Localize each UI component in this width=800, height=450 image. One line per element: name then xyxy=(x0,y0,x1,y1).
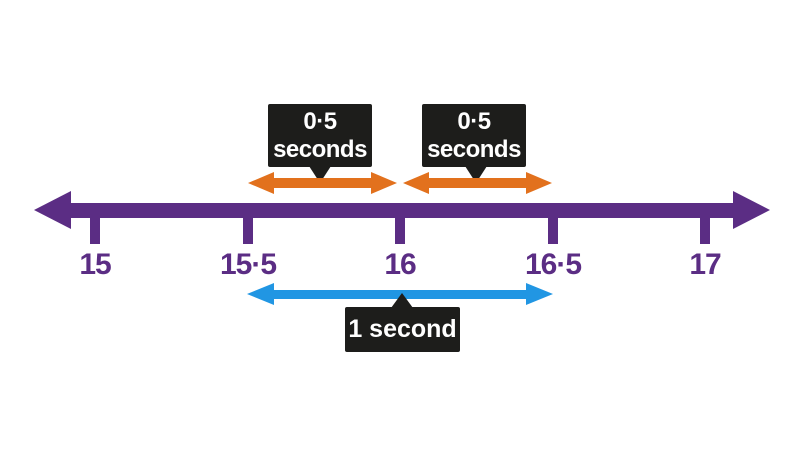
interval-arrow-right-head-right xyxy=(526,172,552,194)
interval-arrow-left-bar xyxy=(271,178,375,188)
tick-15-5 xyxy=(243,210,253,244)
interval-arrow-right-bar xyxy=(426,178,526,188)
callout-value: 0·5 xyxy=(303,108,337,135)
callout-half-second-left: 0·5 seconds xyxy=(268,104,372,167)
tick-label-16-5: 16·5 xyxy=(524,248,582,281)
tick-17 xyxy=(700,210,710,244)
number-line-arrowhead-left xyxy=(34,191,71,229)
tick-16 xyxy=(395,210,405,244)
tick-label-15-5: 15·5 xyxy=(219,248,277,281)
callout-pointer-up xyxy=(391,293,413,308)
callout-value: 0·5 xyxy=(457,108,491,135)
tick-label-16: 16 xyxy=(384,248,416,281)
callout-unit: seconds xyxy=(273,136,367,163)
interval-arrow-left-head-right xyxy=(371,172,397,194)
one-second-arrow-head-left xyxy=(247,283,274,305)
callout-unit: seconds xyxy=(427,136,521,163)
tick-16-5 xyxy=(548,210,558,244)
tick-label-17: 17 xyxy=(689,248,721,281)
one-second-arrow-head-right xyxy=(526,283,553,305)
tick-15 xyxy=(90,210,100,244)
callout-one-second: 1 second xyxy=(345,307,460,352)
interval-arrow-right-head-left xyxy=(403,172,429,194)
tick-label-15: 15 xyxy=(79,248,111,281)
interval-arrow-left-head-left xyxy=(248,172,274,194)
number-line-arrowhead-right xyxy=(733,191,770,229)
callout-half-second-right: 0·5 seconds xyxy=(422,104,526,167)
